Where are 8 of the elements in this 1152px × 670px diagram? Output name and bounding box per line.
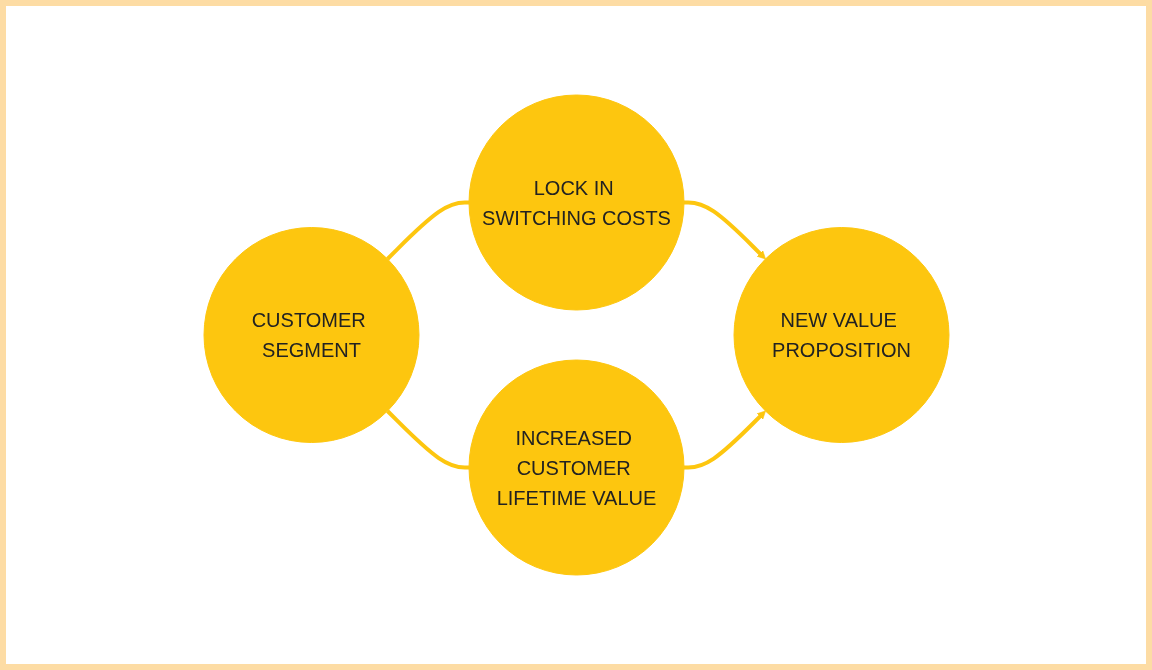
arrow [683,410,766,470]
arrow [683,200,766,260]
connector [385,200,469,261]
node-circle: INCREASED CUSTOMER LIFETIME VALUE [468,359,684,576]
connector [385,409,469,470]
node-circle: LOCK IN SWITCHING COSTS [468,94,684,311]
node-circle: CUSTOMER SEGMENT [203,227,419,443]
node-circle: NEW VALUE PROPOSITION [733,227,949,443]
